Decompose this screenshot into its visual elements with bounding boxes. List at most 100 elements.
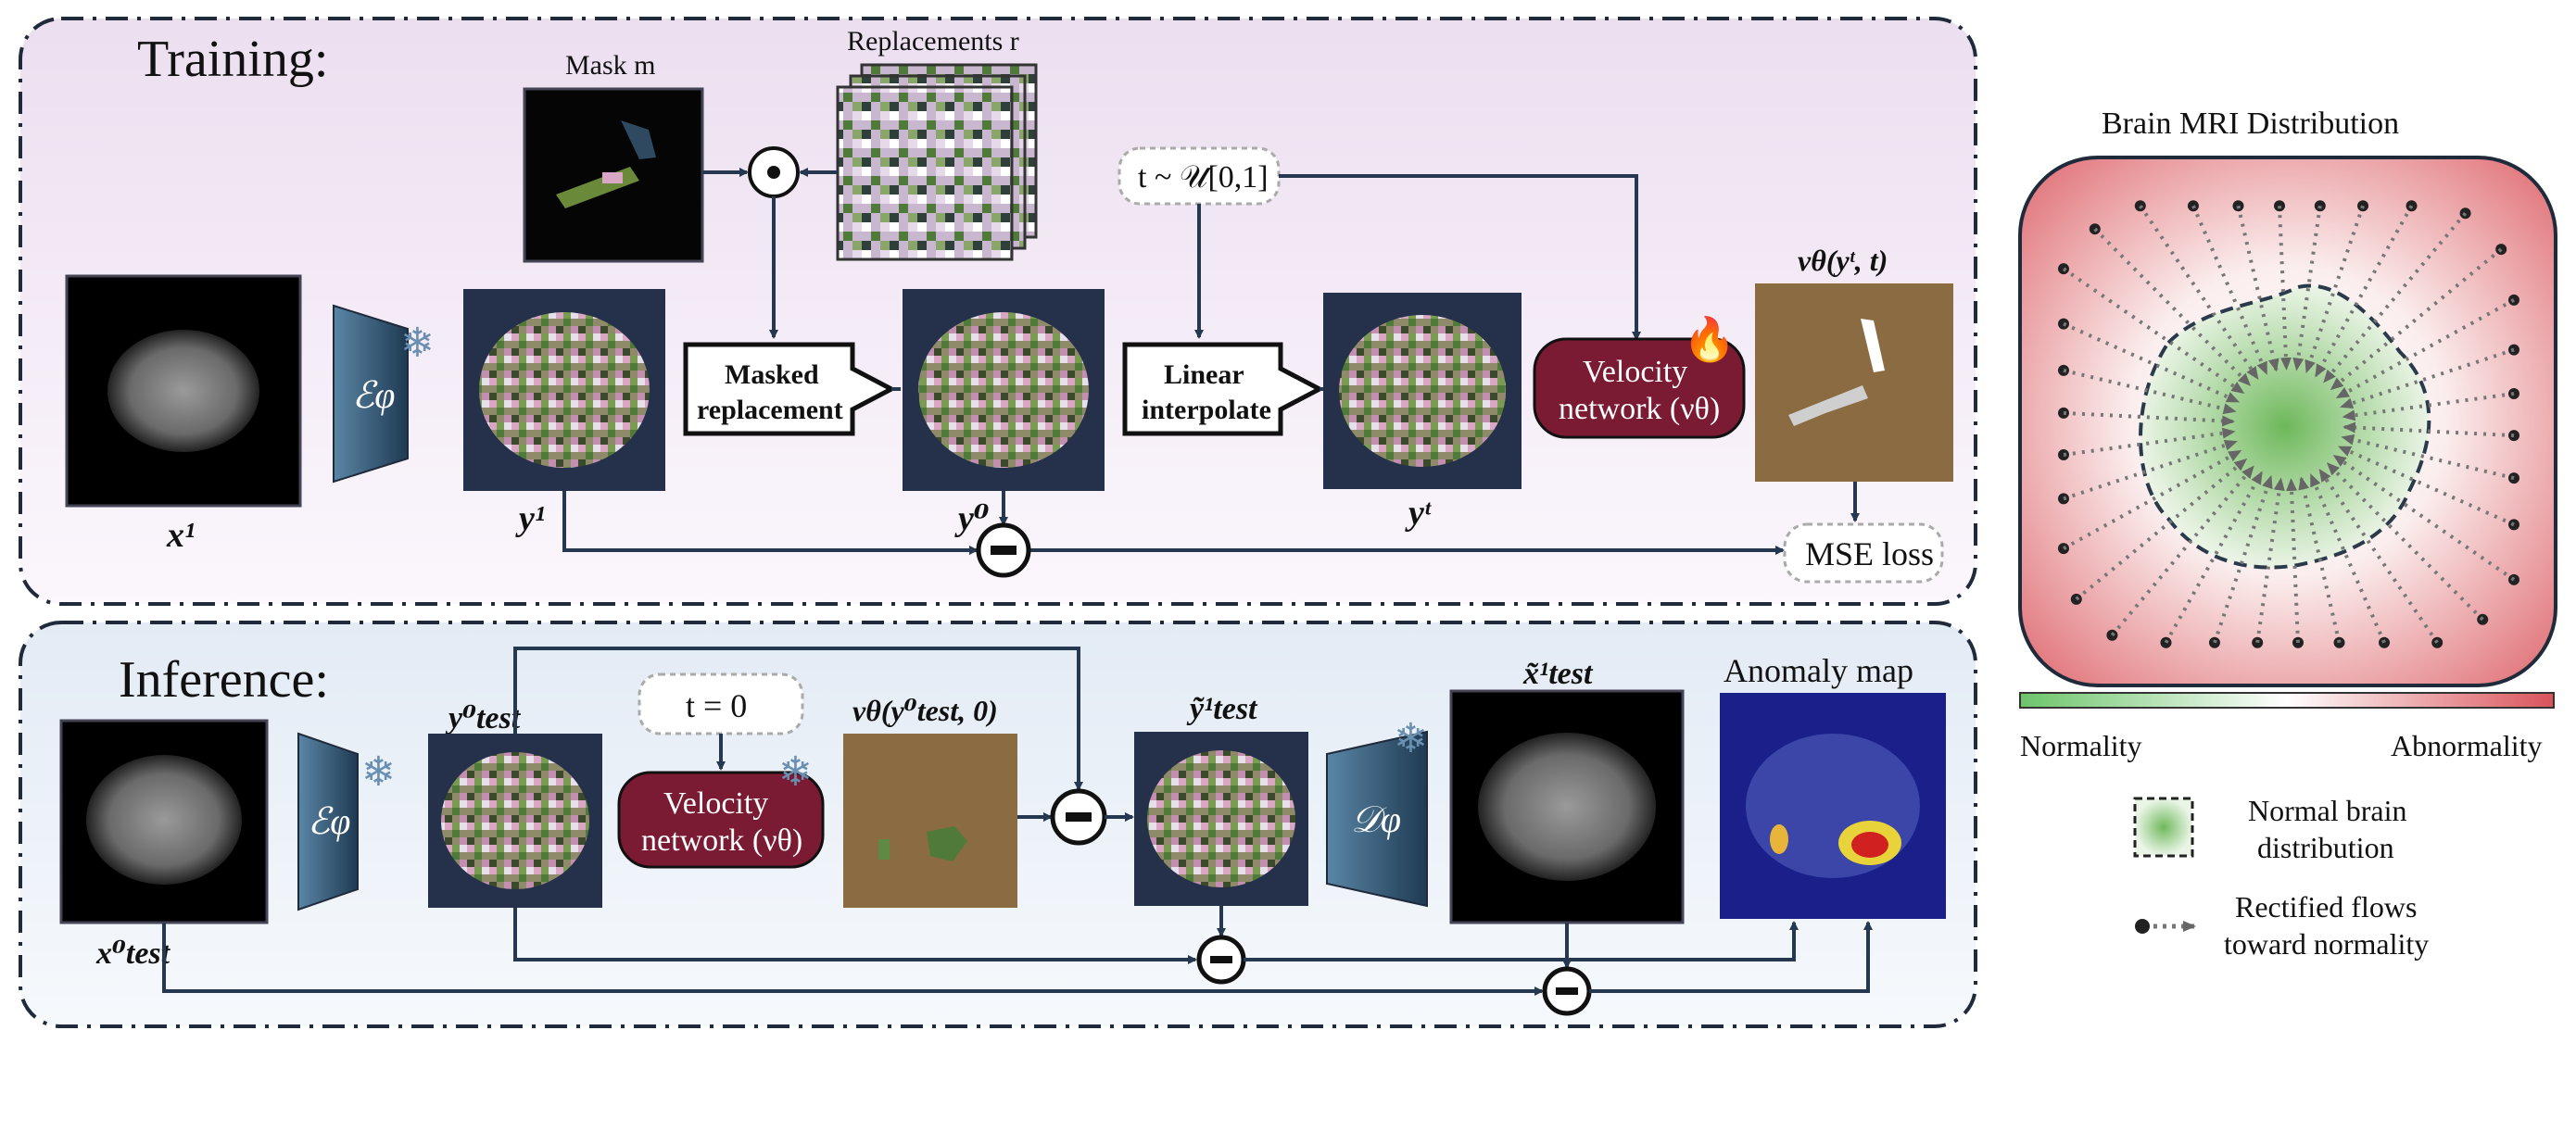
minus-bar	[1556, 987, 1578, 995]
flame-icon: 🔥	[1683, 315, 1736, 364]
flow-arrow	[2318, 468, 2439, 644]
flow-arrow	[2305, 205, 2365, 374]
masked-replacement-line2: replacement	[697, 395, 843, 425]
flow-arrow	[2063, 368, 2237, 415]
minus-bar	[991, 546, 1017, 555]
latent-y0	[918, 312, 1089, 468]
flow-arrow	[2063, 321, 2241, 404]
normality-colorbar	[2019, 692, 2555, 709]
velocity-output-infer-blob-1	[927, 826, 967, 861]
flow-arrow	[2063, 427, 2236, 457]
velocity-output-infer	[843, 734, 1017, 908]
legend-normal-line1: Normal brain	[2248, 794, 2407, 827]
encoder-infer-label: ℰφ	[308, 800, 350, 842]
label-x1: x¹	[166, 516, 195, 555]
anomaly-hotspot-1-core	[1851, 832, 1888, 858]
flow-arrow	[2063, 449, 2242, 550]
mask-label: Mask m	[565, 50, 656, 81]
arrow-ytest-skip	[513, 647, 1083, 791]
anomaly-hotspot-2	[1770, 824, 1788, 854]
training-panel: Training: x¹ ℰφ ❄ y¹ Mask m Replacements…	[19, 17, 1977, 606]
flow-arrow	[2309, 473, 2386, 644]
velocity-output-train	[1755, 283, 1953, 482]
flow-arrow	[2341, 434, 2515, 481]
linear-interpolate-block	[1122, 342, 1325, 436]
normal-region	[2139, 283, 2431, 570]
latent-yt	[1339, 315, 1506, 467]
linear-interpolate-line1: Linear	[1164, 359, 1244, 390]
output-label: νθ(yᵗ, t)	[1798, 244, 1888, 277]
t-zero-label: t = 0	[686, 687, 747, 724]
velocity-output-stroke-2	[1788, 385, 1868, 426]
arrow-xtest-to-subtract	[162, 923, 1544, 996]
mask-blob-3	[602, 172, 623, 183]
velocity-network-train	[1533, 337, 1746, 439]
velocity-output-stroke-1	[1861, 319, 1885, 372]
brain-x1	[107, 330, 259, 452]
velocity-infer-line2: network (νθ)	[641, 823, 802, 858]
normality-label: Normality	[2020, 729, 2142, 762]
flow-arrow	[2063, 439, 2238, 501]
label-yt: yᵗ	[1405, 494, 1432, 533]
latent-y1	[479, 312, 650, 468]
flow-arrow	[2236, 205, 2279, 372]
velocity-network-infer	[617, 771, 825, 869]
latent-ytilde	[1147, 750, 1295, 887]
encoder-infer	[297, 732, 359, 911]
hadamard-dot	[767, 166, 780, 179]
flow-arrow	[2063, 410, 2236, 427]
label-ytest: y⁰test	[445, 701, 522, 735]
arrow-latent-diff-to-map	[1244, 921, 1799, 961]
training-title: Training:	[137, 31, 328, 88]
v-output-label: νθ(y⁰test, 0)	[852, 694, 998, 727]
velocity-train-line2: network (νθ)	[1559, 392, 1720, 426]
legend-flow-dot	[2135, 919, 2150, 934]
label-xtest: x⁰test	[95, 936, 171, 971]
flow-arrow	[2342, 421, 2515, 438]
snowflake-icon: ❄	[778, 749, 813, 795]
brain-xtest	[86, 755, 242, 885]
mse-loss-box	[1783, 522, 1944, 584]
flow-arrow	[2298, 476, 2342, 644]
brain-xtilde	[1478, 733, 1656, 881]
abnormality-label: Abnormality	[2391, 729, 2543, 762]
mask-blob-1	[621, 120, 656, 159]
decoder	[1326, 730, 1428, 908]
masked-replacement-line1: Masked	[725, 359, 819, 390]
arrow-y1-to-subtract	[562, 491, 979, 555]
minus-bar	[1210, 956, 1232, 963]
encoder-train	[333, 304, 409, 484]
distribution-title: Brain MRI Distribution	[2102, 107, 2399, 141]
velocity-output-infer-blob-2	[878, 839, 890, 860]
t-sample-label: t ~ 𝒰[0,1]	[1138, 160, 1269, 195]
flow-arrow	[2213, 474, 2273, 644]
velocity-infer-line1: Velocity	[663, 786, 768, 821]
latent-ytest	[441, 752, 589, 889]
decoder-label: 𝒟φ	[1351, 798, 1401, 840]
replacements-label: Replacements r	[847, 26, 1019, 57]
label-ytilde: ỹ¹test	[1186, 692, 1258, 726]
snowflake-icon: ❄	[1394, 716, 1428, 761]
flow-arrow	[2139, 205, 2259, 381]
snowflake-icon: ❄	[361, 749, 396, 795]
mse-loss-label: MSE loss	[1805, 535, 1934, 572]
masked-replacement-block	[683, 342, 897, 436]
anomaly-map-label: Anomaly map	[1724, 652, 1913, 689]
label-xtilde: x̃¹test	[1522, 657, 1594, 691]
legend-flows-line1: Rectified flows	[2235, 890, 2417, 924]
legend-normal-swatch	[2133, 797, 2194, 858]
flow-arrow	[2335, 298, 2515, 399]
flow-arrows	[2058, 200, 2519, 648]
linear-interpolate-line2: interpolate	[1142, 395, 1271, 425]
legend-flows-line2: toward normality	[2224, 927, 2429, 961]
minus-bar	[1066, 812, 1092, 822]
flow-arrow	[2191, 205, 2268, 375]
label-y1: y¹	[515, 499, 545, 538]
velocity-train-line1: Velocity	[1583, 355, 1687, 389]
arrow-pixel-diff-to-map	[1589, 921, 1873, 993]
arrow-ytest-to-subtract	[513, 908, 1197, 964]
replacement-card-1	[836, 85, 1014, 261]
flow-arrow	[2340, 347, 2515, 409]
distribution-panel: Brain MRI Distribution Normality Abnorma…	[2018, 107, 2557, 961]
